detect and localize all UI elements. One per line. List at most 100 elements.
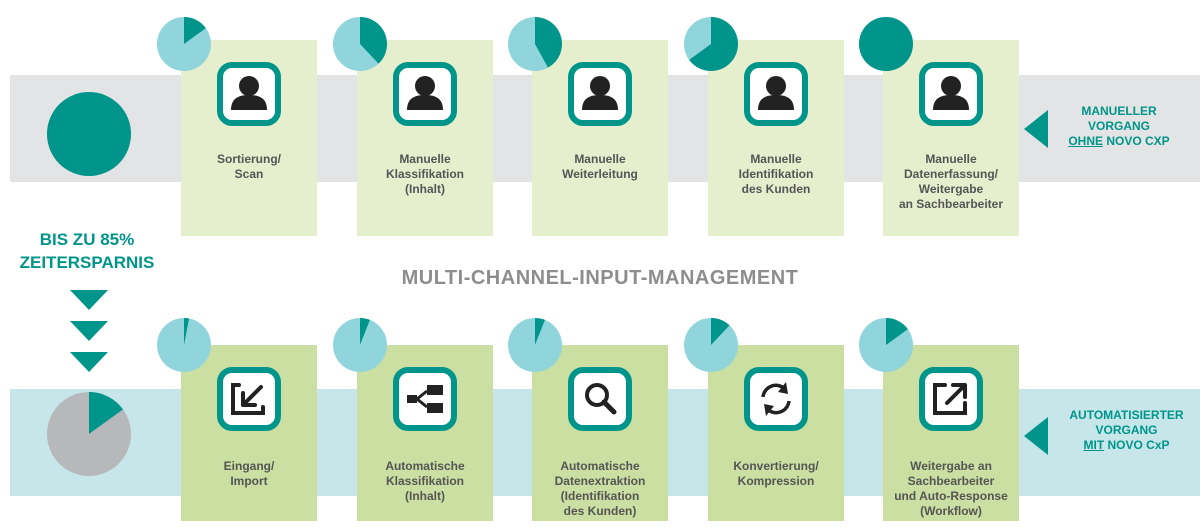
pie-slice: [886, 318, 908, 345]
pie-slice: [689, 17, 738, 71]
pie-slice: [89, 392, 123, 434]
automated-step-pie: [859, 318, 913, 372]
pie-slice: [711, 318, 730, 345]
step-label-line: Manuelle: [399, 152, 451, 166]
step-label-line: Automatische: [560, 459, 640, 473]
pie-slice: [535, 17, 562, 68]
search-icon: [568, 367, 632, 431]
import-icon: [217, 367, 281, 431]
step-label: Eingang/Import: [181, 459, 317, 489]
step-label-line: (Workflow): [920, 504, 982, 518]
export-icon: [919, 367, 983, 431]
person-icon: [217, 62, 281, 126]
pie-slice: [184, 318, 190, 345]
classification-icon: [393, 367, 457, 431]
automated-step-pie: [157, 318, 211, 372]
automated-total-pie: [47, 392, 131, 476]
step-label-line: Konvertierung/: [733, 459, 819, 473]
savings-line-1: BIS ZU 85%: [39, 230, 135, 249]
automated-label-underlined: MIT: [1083, 438, 1105, 452]
step-label-line: Manuelle: [750, 152, 802, 166]
person-icon: [393, 62, 457, 126]
manual-label-line-3: NOVO CXP: [1102, 134, 1170, 148]
step-label-line: Import: [230, 474, 268, 488]
step-label-line: des Kunden): [563, 504, 637, 518]
step-label-line: an Sachbearbeiter: [898, 197, 1004, 211]
step-label: Sortierung/Scan: [181, 152, 317, 182]
automated-label-line-1: AUTOMATISIERTER: [1069, 408, 1184, 422]
step-label-line: (Inhalt): [405, 489, 445, 503]
step-label-line: Weitergabe an: [910, 459, 992, 473]
step-label-line: Sortierung/: [216, 152, 281, 166]
manual-step-pie: [508, 17, 562, 71]
step-label-line: Identifikation: [738, 167, 814, 181]
savings-callout: BIS ZU 85% ZEITERSPARNIS: [18, 228, 156, 274]
person-icon: [919, 62, 983, 126]
refresh-icon: [744, 367, 808, 431]
step-label-line: Kompression: [737, 474, 815, 488]
step-label-line: Datenextraktion: [554, 474, 646, 488]
manual-label-line-2: VORGANG: [1087, 119, 1150, 133]
left-arrow-icon: [1024, 110, 1048, 148]
manual-step-pie: [333, 17, 387, 71]
savings-line-2: ZEITERSPARNIS: [19, 253, 155, 272]
step-label-line: Datenerfassung/: [903, 167, 999, 181]
person-icon: [744, 62, 808, 126]
automated-label-line-3: NOVO CxP: [1104, 438, 1170, 452]
manual-step-pie: [859, 17, 913, 71]
step-label-line: Automatische: [385, 459, 465, 473]
automated-process-label: AUTOMATISIERTER VORGANG MIT NOVO CxP: [1053, 408, 1200, 453]
automated-step-card: Konvertierung/Kompression: [708, 345, 844, 521]
pie-slice: [47, 92, 131, 176]
automated-step-pie: [508, 318, 562, 372]
pie-slice: [360, 17, 387, 64]
automated-step-card: Eingang/Import: [181, 345, 317, 521]
pie-slice: [360, 318, 370, 345]
step-label-line: Scan: [234, 167, 264, 181]
step-label: Konvertierung/Kompression: [708, 459, 844, 489]
automated-step-pie: [333, 318, 387, 372]
automated-step-pie: [684, 318, 738, 372]
manual-label-underlined: OHNE: [1068, 134, 1103, 148]
automated-label-line-2: VORGANG: [1095, 423, 1158, 437]
down-arrow-icon: [70, 352, 108, 372]
manual-label-line-1: MANUELLER: [1081, 104, 1157, 118]
manual-step-pie: [157, 17, 211, 71]
down-arrow-icon: [70, 290, 108, 310]
step-label-line: Manuelle: [574, 152, 626, 166]
step-label-line: und Auto-Response: [894, 489, 1008, 503]
manual-step-card: Sortierung/Scan: [181, 40, 317, 236]
step-label-line: Eingang/: [223, 459, 275, 473]
step-label-line: des Kunden: [741, 182, 811, 196]
pie-slice: [535, 318, 545, 345]
step-label-line: Klassifikation: [385, 167, 465, 181]
manual-process-label: MANUELLER VORGANG OHNE NOVO CXP: [1056, 104, 1182, 149]
manual-total-pie: [47, 92, 131, 176]
down-arrow-icon: [70, 321, 108, 341]
pie-slice: [859, 17, 913, 71]
step-label-line: Weitergabe: [918, 182, 984, 196]
left-arrow-icon: [1024, 417, 1048, 455]
step-label-line: (Inhalt): [405, 182, 445, 196]
page-title: MULTI-CHANNEL-INPUT-MANAGEMENT: [401, 267, 799, 289]
step-label-line: Klassifikation: [385, 474, 465, 488]
pie-slice: [184, 17, 206, 44]
step-label-line: (Identifikation: [560, 489, 640, 503]
person-icon: [568, 62, 632, 126]
step-label-line: Weiterleitung: [562, 167, 638, 181]
step-label-line: Manuelle: [925, 152, 977, 166]
